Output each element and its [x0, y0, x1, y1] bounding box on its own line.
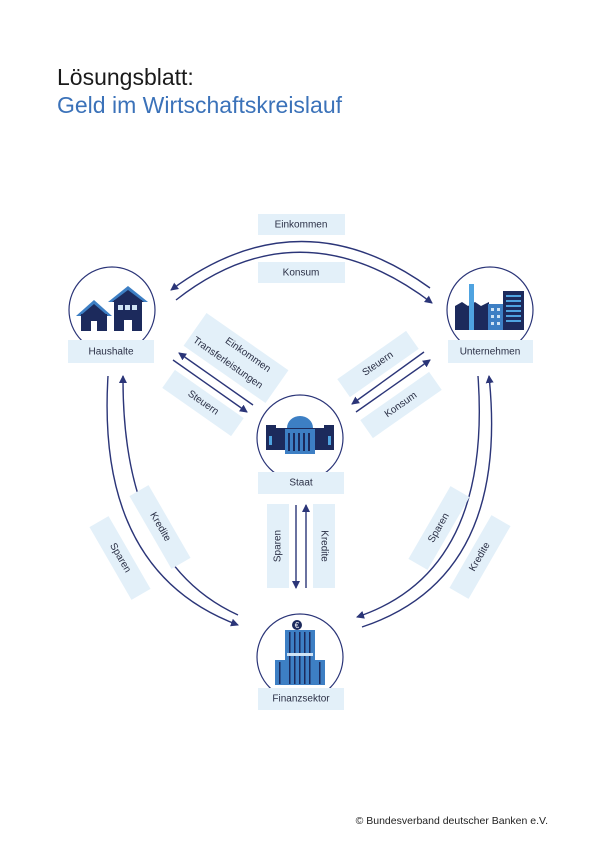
arrow-steuern-to-staat: [172, 359, 248, 413]
arrow-transfer-to-haushalte: [178, 352, 254, 406]
copyright-footer: © Bundesverband deutscher Banken e.V.: [355, 815, 548, 827]
arrow-sparen-hh-to-fin: [106, 375, 239, 627]
euro-icon: €: [295, 621, 300, 630]
node-label: Haushalte: [88, 347, 133, 358]
flow-label-hh-fin-kredite: Kredite: [129, 485, 191, 569]
flow-text: Einkommen: [275, 220, 328, 231]
node-staat: Staat: [256, 394, 344, 494]
houses-icon: [76, 286, 148, 331]
node-label: Unternehmen: [460, 347, 521, 358]
node-finanzsektor: € Finanzsektor: [256, 613, 344, 710]
node-haushalte: Haushalte: [68, 266, 156, 363]
flow-label-staat-fin-sparen: Sparen: [267, 504, 289, 588]
bank-tower-icon: €: [275, 620, 325, 685]
arrow-kredite-fin-to-un: [361, 375, 494, 628]
parliament-icon: [266, 416, 334, 454]
flow-text: Kredite: [319, 530, 330, 562]
arrow-konsum-to-unternehmen: [175, 251, 433, 304]
flow-label-hh-staat-steuern: Steuern: [162, 369, 244, 437]
node-label: Staat: [289, 478, 313, 489]
arrow-einkommen-to-haushalte: [170, 240, 431, 291]
flow-text: Sparen: [273, 530, 284, 562]
flow-text: Konsum: [283, 268, 320, 279]
flow-label-staat-fin-kredite: Kredite: [313, 504, 335, 588]
flow-label-hh-fin-sparen: Sparen: [89, 516, 151, 600]
flow-label-un-staat-konsum: Konsum: [360, 371, 442, 439]
flow-label-top-einkommen: Einkommen: [258, 214, 345, 235]
page-title: Lösungsblatt:: [57, 64, 194, 90]
arrow-konsum-to-unternehmen-staat: [355, 359, 431, 413]
page-subtitle: Geld im Wirtschaftskreislauf: [57, 92, 343, 118]
factory-icon: [455, 284, 524, 330]
arrow-sparen-un-to-fin: [356, 375, 480, 619]
arrow-steuern-un-to-staat: [351, 351, 425, 405]
node-label: Finanzsektor: [272, 694, 330, 705]
flow-label-top-konsum: Konsum: [258, 262, 345, 283]
flow-label-un-fin-sparen: Sparen: [408, 486, 470, 570]
node-unternehmen: Unternehmen: [446, 266, 534, 363]
